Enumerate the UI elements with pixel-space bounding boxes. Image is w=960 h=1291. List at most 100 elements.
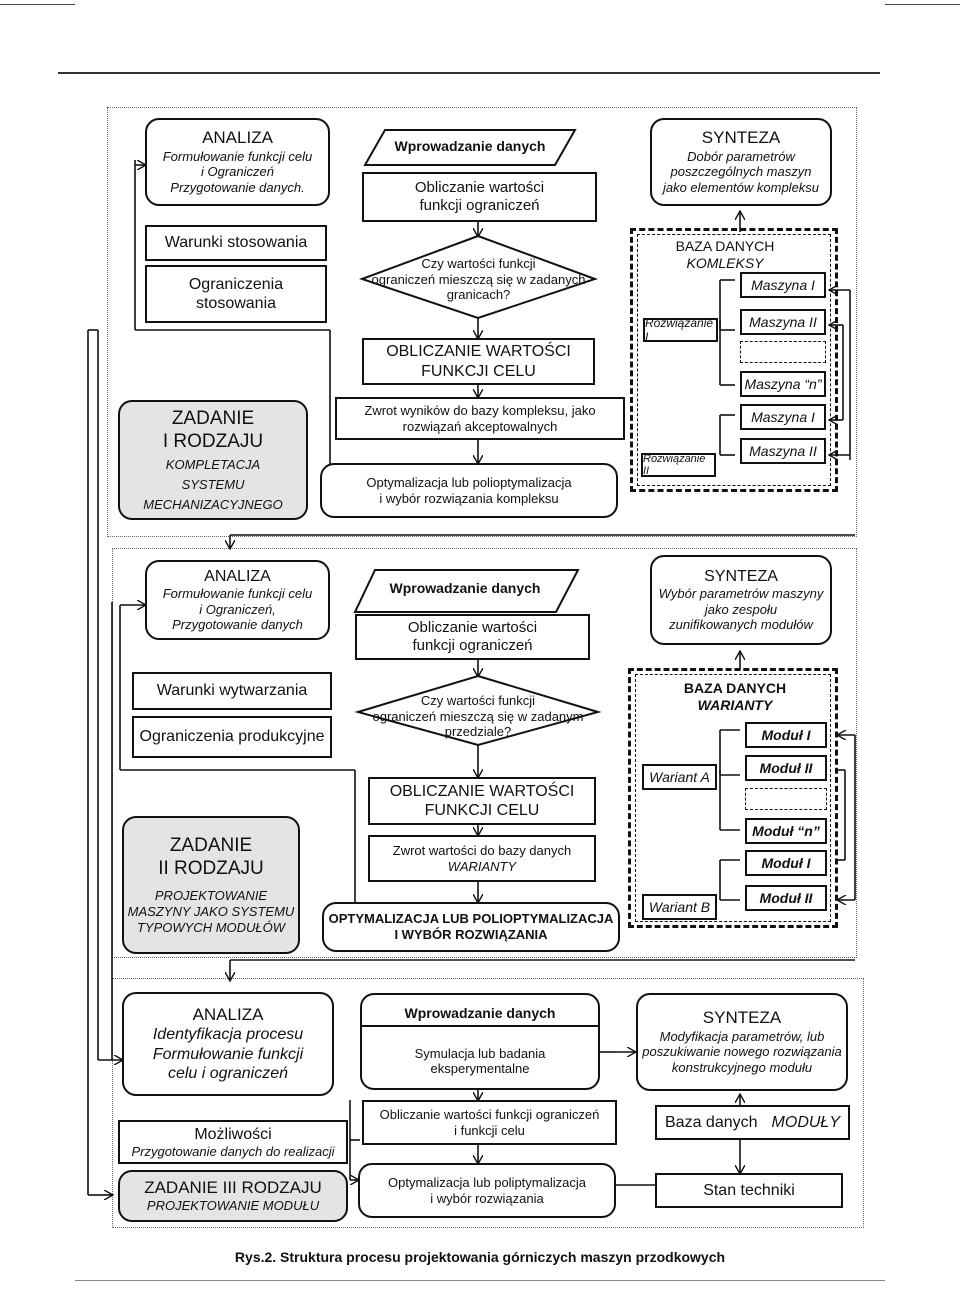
s2-modul-placeholder [745,788,827,810]
s2-zadanie-line2: MASZYNY JAKO SYSTEMU [127,904,295,919]
s2-modul-1: Moduł I [745,722,827,748]
s1-analiza-line1: Formułowanie funkcji celu [162,148,313,164]
s1-rozwiazanie-1: Rozwiązanie I [643,316,718,344]
s3-symulacja-line1: Symulacja lub badania [414,1045,546,1061]
s1-decision-line1: Czy wartości funkcji [421,256,536,271]
s1-maszyna-2b: Maszyna II [740,438,826,464]
s1-analiza-line2: i Ograniczeń [201,164,274,180]
s1-wprowadzanie-label: Wprowadzanie danych [394,138,546,154]
s1-obl-celu-line1: OBLICZANIE WARTOŚCI [386,343,571,361]
figure-caption: Rys.2. Struktura procesu projektowania g… [234,1249,726,1265]
s3-baza-moduly: MODUŁY [771,1113,840,1131]
s3-wprowadzanie-divider [360,1025,600,1027]
s1-ograniczenia-line2: stosowania [195,295,277,312]
s1-synteza-line2: poszczególnych maszyn [670,164,812,180]
s1-optym-line1: Optymalizacja lub polioptymalizacja [366,474,572,490]
s2-decision-line2: ograniczeń mieszczą się w zadanym [372,708,584,724]
s1-obliczanie-line2: funkcji ograniczeń [419,197,540,214]
s2-zadanie-title2: II RODZAJU [158,857,264,879]
s2-baza-title: BAZA DANYCH WARIANTY [660,680,810,714]
s2-analiza-line3: Przygotowanie danych [172,617,303,633]
s2-synteza-line1: Wybór parametrów maszyny [658,586,824,602]
s3-stan-label: Stan techniki [703,1181,795,1199]
s1-maszyna-2: Maszyna II [740,309,826,335]
s1-zwrot-line2: rozwiązań akceptowalnych [402,418,558,434]
s2-zwrot-box: Zwrot wartości do bazy danych WARIANTY [368,835,596,882]
s1-synteza-title: SYNTEZA [701,128,781,148]
s1-decision-line2: ograniczeń mieszczą się w zadanych [371,271,586,287]
s3-analiza-line2: Formułowanie funkcji [152,1045,304,1063]
s2-baza-line1: BAZA DANYCH [683,680,787,696]
s1-analiza-title: ANALIZA [202,128,273,148]
s3-obliczanie-line1: Obliczanie wartości funkcji ograniczeń [379,1106,600,1122]
s1-obl-celu-line2: FUNKCJI CELU [421,362,536,380]
s1-obliczanie-box: Obliczanie wartości funkcji ograniczeń [362,172,597,222]
header-rule-right [885,4,960,5]
s2-analiza-box: ANALIZA Formułowanie funkcji celu i Ogra… [145,560,330,640]
s2-warunki-box: Warunki wytwarzania [132,672,332,710]
s2-obliczanie-line2: funkcji ograniczeń [412,637,533,654]
s2-zwrot-line2: WARIANTY [447,858,517,874]
s1-maszyna-1b: Maszyna I [740,404,826,430]
s1-synteza-box: SYNTEZA Dobór parametrów poszczególnych … [650,118,832,206]
s2-decision-line3: przedziale? [444,724,512,740]
s2-zadanie-box: ZADANIE II RODZAJU PROJEKTOWANIE MASZYNY… [122,816,300,954]
s2-obl-celu-line1: OBLICZANIE WARTOŚCI [389,782,575,800]
s1-ograniczenia-box: Ograniczenia stosowania [145,265,327,323]
s3-optym-line2: i wybór rozwiązania [430,1190,544,1206]
s1-decision-text: Czy wartości funkcji ograniczeń mieszczą… [362,256,595,303]
s2-obl-celu-box: OBLICZANIE WARTOŚCI FUNKCJI CELU [368,777,596,825]
s2-ograniczenia-box: Ograniczenia produkcyjne [132,716,332,758]
s1-zadanie-title1: ZADANIE [171,407,255,429]
section-3-frame [112,978,864,1228]
s2-baza-inner-frame [635,674,831,922]
s2-baza-line2: WARIANTY [697,696,773,713]
s1-baza-line1: BAZA DANYCH [675,238,775,254]
s2-decision-line1: Czy wartości funkcji [420,693,536,708]
s1-synteza-line1: Dobór parametrów [687,148,795,164]
s1-zadanie-line3: MECHANIZACYJNEGO [143,496,283,512]
s3-synteza-box: SYNTEZA Modyfikacja parametrów, lub posz… [636,993,848,1091]
s3-optym-line1: Optymalizacja lub poliptymalizacja [388,1174,586,1190]
section-1-frame [107,107,857,537]
s1-analiza-line3: Przygotowanie danych. [170,179,305,195]
s3-analiza-line1: Identyfikacja procesu [152,1026,304,1044]
s3-zadanie-box: ZADANIE III RODZAJU PROJEKTOWANIE MODUŁU [118,1170,348,1222]
s1-maszyna-n: Maszyna “n” [740,371,826,397]
s1-baza-inner-frame [637,234,831,486]
s3-synteza-title: SYNTEZA [702,1008,782,1028]
s1-zadanie-box: ZADANIE I RODZAJU KOMPLETACJA SYSTEMU ME… [118,400,308,520]
s2-wariant-a: Wariant A [642,764,717,790]
s3-mozliwosci-line2: Przygotowanie danych do realizacji [131,1143,335,1159]
s3-symulacja-line2: eksperymentalne [430,1061,530,1077]
s2-decision-text: Czy wartości funkcji ograniczeń mieszczą… [360,693,596,740]
s2-ograniczenia-label: Ograniczenia produkcyjne [139,728,325,746]
s1-ograniczenia-line1: Ograniczenia [188,275,284,293]
s2-synteza-box: SYNTEZA Wybór parametrów maszyny jako ze… [650,555,832,645]
s2-zadanie-title1: ZADANIE [169,834,253,856]
s1-zwrot-box: Zwrot wyników do bazy kompleksu, jako ro… [335,397,625,440]
s3-obliczanie-line2: i funkcji celu [454,1122,525,1138]
s3-synteza-line2: poszukiwanie nowego rozwiązania [642,1044,842,1060]
s1-warunki-box: Warunki stosowania [145,225,327,261]
s1-optym-box: Optymalizacja lub polioptymalizacja i wy… [320,463,618,518]
s2-baza-outer-frame [628,668,838,928]
s2-synteza-title: SYNTEZA [704,568,778,586]
s2-wariant-b: Wariant B [642,894,717,920]
s1-baza-outer-frame [630,228,838,492]
s3-baza-box: Baza danych MODUŁY [655,1105,850,1140]
s2-synteza-line2: jako zespołu [704,601,778,617]
s1-analiza-box: ANALIZA Formułowanie funkcji celu i Ogra… [145,118,330,206]
s3-synteza-line1: Modyfikacja parametrów, lub [659,1028,825,1044]
s2-obliczanie-line1: Obliczanie wartości [407,619,538,636]
s3-optym-box: Optymalizacja lub poliptymalizacja i wyb… [358,1163,616,1218]
s3-zadanie-title: ZADANIE III RODZAJU [144,1178,322,1197]
s2-warunki-label: Warunki wytwarzania [156,682,308,700]
s1-obliczanie-line1: Obliczanie wartości [414,179,545,196]
s1-warunki-label: Warunki stosowania [164,234,308,252]
s3-stan-box: Stan techniki [655,1173,843,1208]
